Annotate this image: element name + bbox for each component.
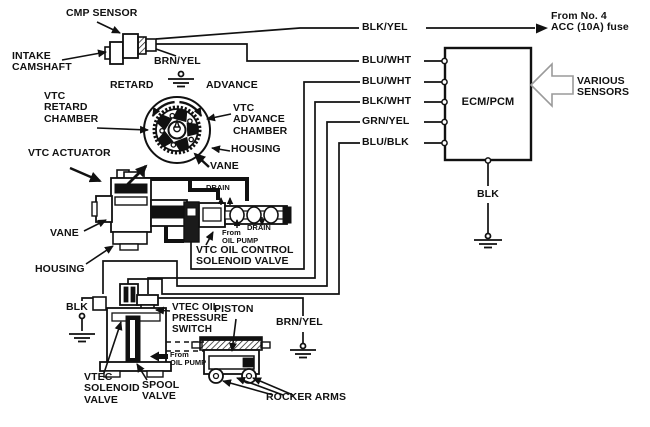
ground-symbol-blk [69,312,95,343]
vtc-retard-chamber-label: VTC RETARD CHAMBER [44,90,99,125]
housing-lower-label: HOUSING [35,263,85,275]
ground-symbol-cmp [168,70,194,88]
from-oil-pump-spool-label: From OIL PUMP [170,350,207,368]
vtec-solenoid-valve-drawing [92,283,172,378]
blk-yel-wire-label: BLK/YEL [362,21,408,33]
vane-upper-label: VANE [210,160,239,172]
blk-left-label: BLK [66,301,88,313]
advance-label: ADVANCE [206,79,258,91]
vtec-oil-pressure-switch-label: VTEC OIL PRESSURE SWITCH [172,302,228,335]
retard-label: RETARD [110,79,154,91]
ecm-pins [441,57,492,164]
vane-lower-label: VANE [50,227,79,239]
bolts [159,112,195,148]
piston-label: PISTON [214,303,254,315]
vtc-actuator-label: VTC ACTUATOR [28,147,111,159]
ground-symbol-ecm [474,232,502,249]
blk-ecm-ground-label: BLK [477,188,499,200]
brn-yel-top-label: BRN/YEL [154,55,201,67]
vtc-actuator-drawing [91,169,188,251]
blu-wht-2-wire-label: BLU/WHT [362,75,412,87]
vtc-advance-chamber-label: VTC ADVANCE CHAMBER [233,102,288,137]
valve-flow-arrows [217,197,266,228]
ecm-pcm-label: ECM/PCM [461,96,515,108]
oil-pump-arrow [150,351,168,362]
grn-yel-wire-label: GRN/YEL [362,115,410,127]
vtec-solenoid-valve-label: VTEC SOLENOID VALVE [84,371,140,406]
ecm-pcm-box [441,46,574,164]
spool-valve-label: SPOOL VALVE [142,379,180,403]
various-sensors-label: VARIOUS SENSORS [577,75,630,99]
vanes [156,108,199,152]
drain-right-label: DRAIN [247,223,271,232]
blk-wht-wire-label: BLK/WHT [362,95,412,107]
ground-symbols [69,70,502,359]
blu-blk-wire-label: BLU/BLK [362,136,409,148]
pointer-arrows [61,21,294,396]
brn-yel-bottom-label: BRN/YEL [276,316,323,328]
cmp-sensor-label: CMP SENSOR [66,7,138,19]
vtc-actuator-wheel-drawing [143,96,211,164]
retard-arc-arrow [151,100,175,117]
blu-wht-1-wire-label: BLU/WHT [362,54,412,66]
fuse-source-label: From No. 4 ACC (10A) fuse [551,10,629,34]
drain-top-label: DRAIN [206,183,230,192]
from-oil-pump-valve-label: From OIL PUMP [222,228,259,246]
intake-camshaft-label: INTAKE CAMSHAFT [12,50,72,74]
rocker-arms-label: ROCKER ARMS [266,391,347,403]
housing-upper-label: HOUSING [231,143,281,155]
various-sensors-arrow [529,62,574,108]
cmp-sensor-drawing [104,33,157,65]
piston-rocker-arms-drawing [191,336,271,384]
vtc-oil-control-solenoid-valve-label: VTC OIL CONTROL SOLENOID VALVE [196,244,294,268]
advance-arc-arrow [179,100,203,117]
wire-lines [81,27,535,343]
vtc-oil-control-solenoid-valve-drawing [183,201,292,243]
fuse-arrowhead [536,23,548,34]
ground-symbol-brnyel [290,342,316,359]
